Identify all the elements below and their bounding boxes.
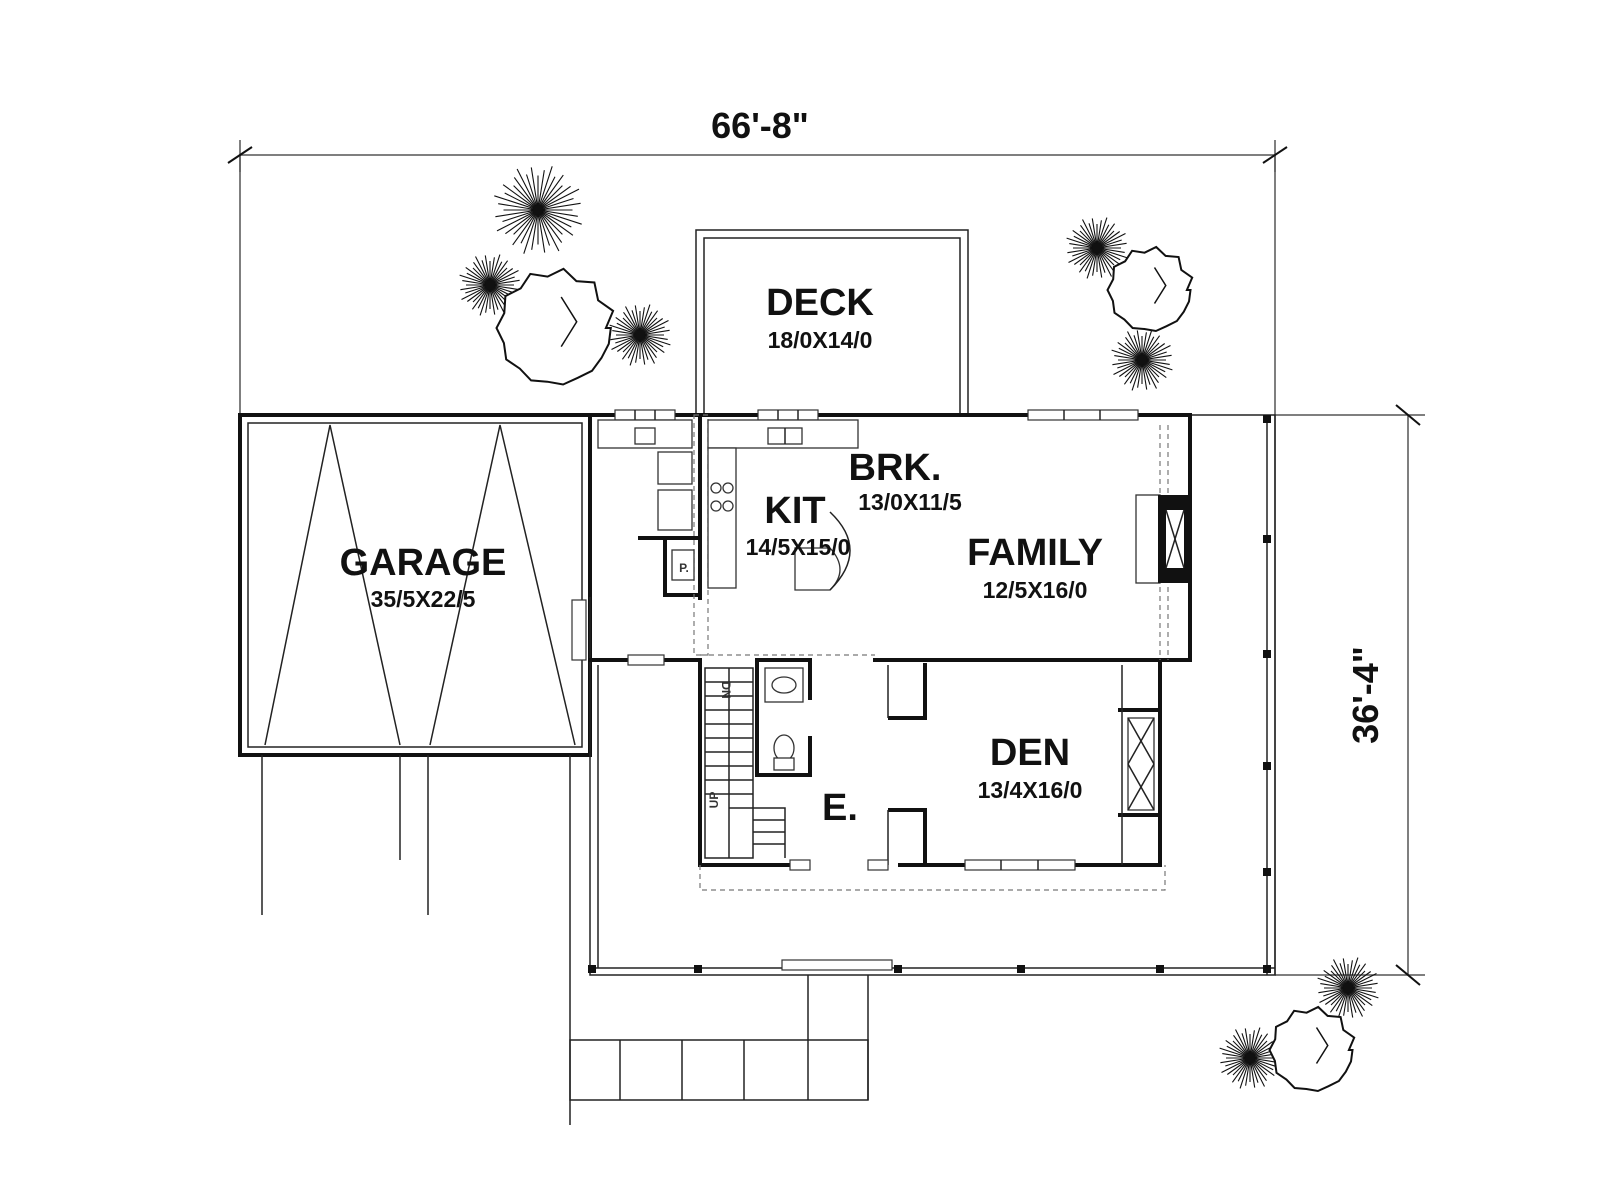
den-label: DEN xyxy=(990,732,1070,774)
brk-label: BRK. xyxy=(849,447,942,489)
deck-size: 18/0X14/0 xyxy=(768,327,873,353)
porch xyxy=(588,414,1276,976)
fireplace xyxy=(1135,494,1190,584)
kit-size: 14/5X15/0 xyxy=(746,534,851,560)
garage-size: 35/5X22/5 xyxy=(371,586,476,612)
stairs: DN UP xyxy=(704,667,786,859)
landscaping xyxy=(459,166,1379,1093)
family-size: 12/5X16/0 xyxy=(983,577,1088,603)
shrub-burst-3 xyxy=(609,304,671,366)
pantry-label: P. xyxy=(679,561,689,575)
width-dimension: 66'-8" xyxy=(227,105,1288,172)
deck-label: DECK xyxy=(766,282,874,324)
tree-1 xyxy=(495,267,615,386)
shrub-burst-5 xyxy=(1111,329,1173,391)
entry-label: E. xyxy=(822,787,858,829)
stair-up-label: UP xyxy=(707,792,721,809)
stair-down-label: DN xyxy=(719,681,733,698)
bath-fixtures xyxy=(764,667,804,771)
shrub-burst-7 xyxy=(1219,1027,1281,1089)
shrub-burst-6 xyxy=(1317,957,1379,1019)
den-size: 13/4X16/0 xyxy=(978,777,1083,803)
depth-dimension: 36'-4" xyxy=(1275,404,1425,986)
den-closet xyxy=(1127,717,1155,811)
kitchen-fixtures: P. xyxy=(597,419,859,591)
width-dimension-label: 66'-8" xyxy=(711,105,809,146)
shrub-burst-2 xyxy=(459,254,521,316)
family-label: FAMILY xyxy=(967,532,1103,574)
shrub-burst-1 xyxy=(494,166,582,254)
tree-2 xyxy=(1106,245,1194,333)
deck: DECK 18/0X14/0 xyxy=(695,229,969,415)
room-labels: BRK. 13/0X11/5 KIT 14/5X15/0 FAMILY 12/5… xyxy=(746,447,1103,829)
shrub-burst-4 xyxy=(1066,217,1128,279)
windows xyxy=(614,409,1139,871)
garage-label: GARAGE xyxy=(340,542,507,584)
garage: GARAGE 35/5X22/5 xyxy=(238,413,592,1125)
brk-size: 13/0X11/5 xyxy=(858,489,962,515)
tree-3 xyxy=(1268,1005,1356,1093)
depth-dimension-label: 36'-4" xyxy=(1345,646,1386,744)
kit-label: KIT xyxy=(764,490,825,532)
front-walk xyxy=(569,975,869,1101)
